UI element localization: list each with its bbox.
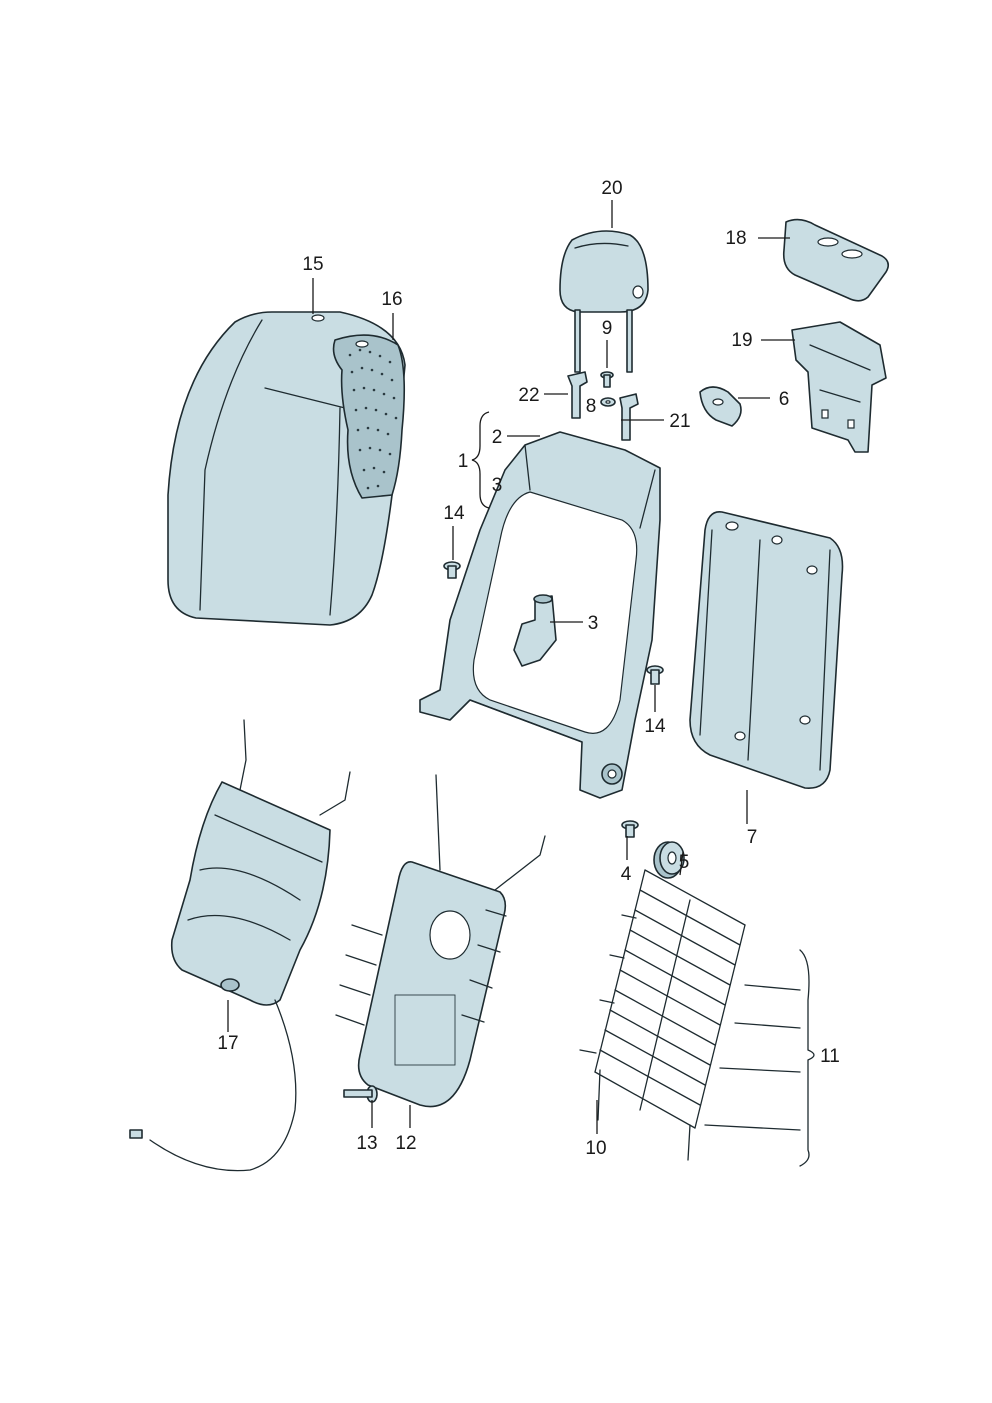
callout-labels: 20 18 15 16 9 19 22 8 21 6 1 2 3 14 3 14… (217, 178, 839, 1159)
callout-22: 22 (518, 385, 539, 406)
callout-6: 6 (779, 389, 790, 410)
callout-14-left: 14 (443, 503, 465, 524)
callout-21: 21 (669, 411, 690, 432)
headrest (559, 230, 649, 373)
trim-panel-top (782, 218, 890, 302)
padding-perforation (348, 348, 398, 490)
callout-3-lower: 3 (588, 613, 599, 634)
screw-9 (600, 371, 614, 388)
leader-lines (227, 200, 795, 1134)
rivet-13 (343, 1085, 378, 1103)
mounting-bracket (791, 321, 887, 453)
callout-4: 4 (621, 864, 632, 885)
adjuster-motor (513, 594, 557, 667)
backrest-cover (167, 311, 406, 626)
backrest-rear-panel (689, 511, 844, 789)
seat-heating-mat (129, 719, 351, 1172)
callout-11: 11 (820, 1046, 840, 1067)
callout-2: 2 (492, 427, 503, 448)
callout-10: 10 (585, 1138, 606, 1159)
callout-19: 19 (731, 330, 752, 351)
callout-15: 15 (302, 254, 323, 275)
callout-12: 12 (395, 1133, 416, 1154)
release-button (699, 386, 742, 427)
callout-14-right: 14 (644, 716, 666, 737)
spring-mat (579, 869, 746, 1161)
callout-18: 18 (725, 228, 746, 249)
screw-4 (621, 820, 639, 838)
adjustment-knob (653, 841, 685, 879)
headrest-guide-right (619, 393, 639, 441)
washer-8 (600, 397, 616, 407)
callout-13: 13 (356, 1133, 377, 1154)
callout-16: 16 (381, 289, 402, 310)
callout-9: 9 (602, 318, 613, 339)
headrest-guide-left (567, 371, 588, 419)
callout-3-upper: 3 (492, 475, 503, 496)
callout-20: 20 (601, 178, 622, 199)
callout-1: 1 (458, 451, 469, 472)
tension-springs (704, 949, 815, 1167)
callout-7: 7 (747, 827, 758, 848)
screw-14-right (646, 665, 664, 685)
callout-5: 5 (679, 852, 690, 873)
callout-8: 8 (586, 396, 597, 417)
lumbar-support-plate (335, 774, 546, 1108)
screw-14-left (443, 561, 461, 579)
callout-17: 17 (217, 1033, 238, 1054)
